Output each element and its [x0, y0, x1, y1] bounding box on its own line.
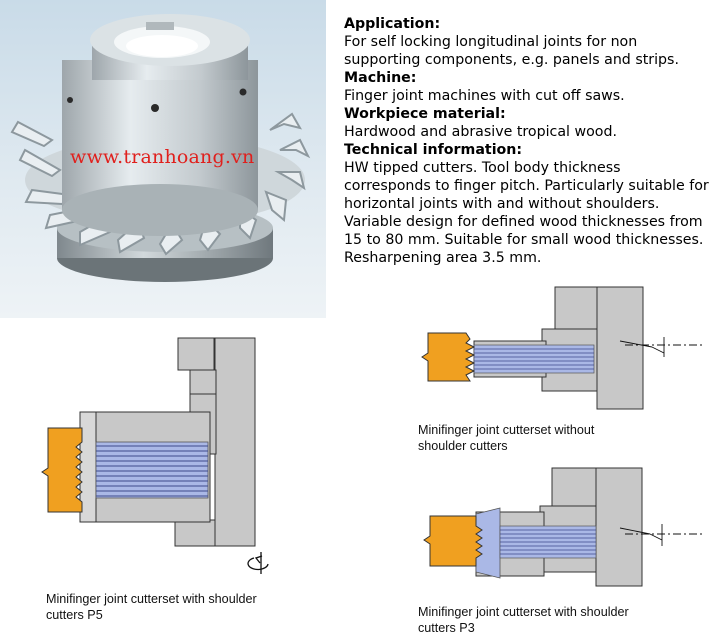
- diagram-without-shoulder: [420, 283, 710, 418]
- application-text: For self locking longitudinal joints for…: [344, 34, 679, 68]
- machine-heading: Machine:: [344, 70, 417, 86]
- caption-p5: Minifinger joint cutterset with shoulder…: [46, 592, 257, 622]
- technical-text: HW tipped cutters. Tool body thickness c…: [344, 160, 709, 266]
- workpiece-heading: Workpiece material:: [344, 106, 506, 122]
- diagram-p3: [420, 462, 710, 607]
- application-heading: Application:: [344, 16, 441, 32]
- workpiece-text: Hardwood and abrasive tropical wood.: [344, 124, 617, 140]
- specification-text: Application: For self locking longitudin…: [344, 15, 710, 267]
- product-photo: www.tranhoang.vn: [0, 0, 326, 318]
- caption-without-shoulder: Minifinger joint cutterset without shoul…: [418, 423, 595, 453]
- watermark: www.tranhoang.vn: [70, 146, 255, 168]
- cutterset-illustration: [10, 14, 311, 282]
- diagram-p5: [40, 330, 280, 585]
- caption-p3: Minifinger joint cutterset with shoulder…: [418, 605, 629, 635]
- machine-text: Finger joint machines with cut off saws.: [344, 88, 625, 104]
- technical-heading: Technical information:: [344, 142, 523, 158]
